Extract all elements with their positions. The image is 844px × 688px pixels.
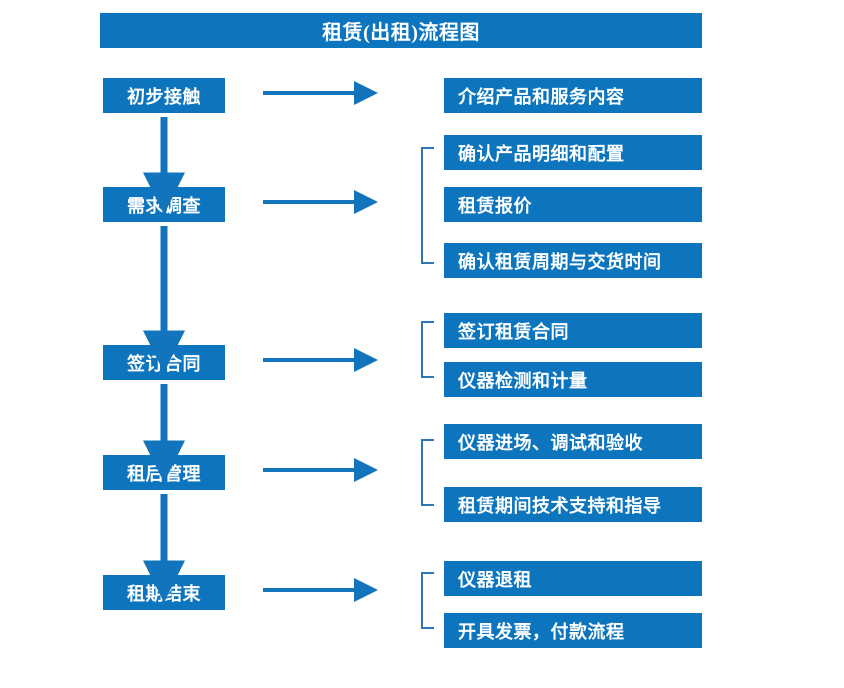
stage-box-xuqiu-diaocha[interactable]: 需求调查 [103, 187, 225, 222]
detail-box-5-2[interactable]: 开具发票，付款流程 [444, 613, 702, 648]
detail-box-3-1[interactable]: 签订租赁合同 [444, 313, 702, 348]
bracket-group-2 [421, 147, 434, 264]
bracket-group-5 [421, 572, 434, 629]
detail-box-5-1[interactable]: 仪器退租 [444, 561, 702, 596]
detail-box-2-3[interactable]: 确认租赁周期与交货时间 [444, 243, 702, 278]
detail-box-4-1[interactable]: 仪器进场、调试和验收 [444, 424, 702, 459]
detail-box-2-1[interactable]: 确认产品明细和配置 [444, 135, 702, 170]
stage-box-zuqi-jieshu[interactable]: 租期结束 [103, 575, 225, 610]
stage-box-chubu-jiechu[interactable]: 初步接触 [103, 78, 225, 113]
bracket-group-3 [421, 321, 434, 378]
page-title: 租赁(出租)流程图 [100, 13, 702, 48]
bracket-group-4 [421, 439, 434, 506]
detail-box-1-1[interactable]: 介绍产品和服务内容 [444, 78, 702, 113]
detail-box-2-2[interactable]: 租赁报价 [444, 187, 702, 222]
detail-box-3-2[interactable]: 仪器检测和计量 [444, 362, 702, 397]
stage-box-zuhou-guanli[interactable]: 租后管理 [103, 455, 225, 490]
stage-box-qianding-hetong[interactable]: 签订合同 [103, 345, 225, 380]
detail-box-4-2[interactable]: 租赁期间技术支持和指导 [444, 487, 702, 522]
